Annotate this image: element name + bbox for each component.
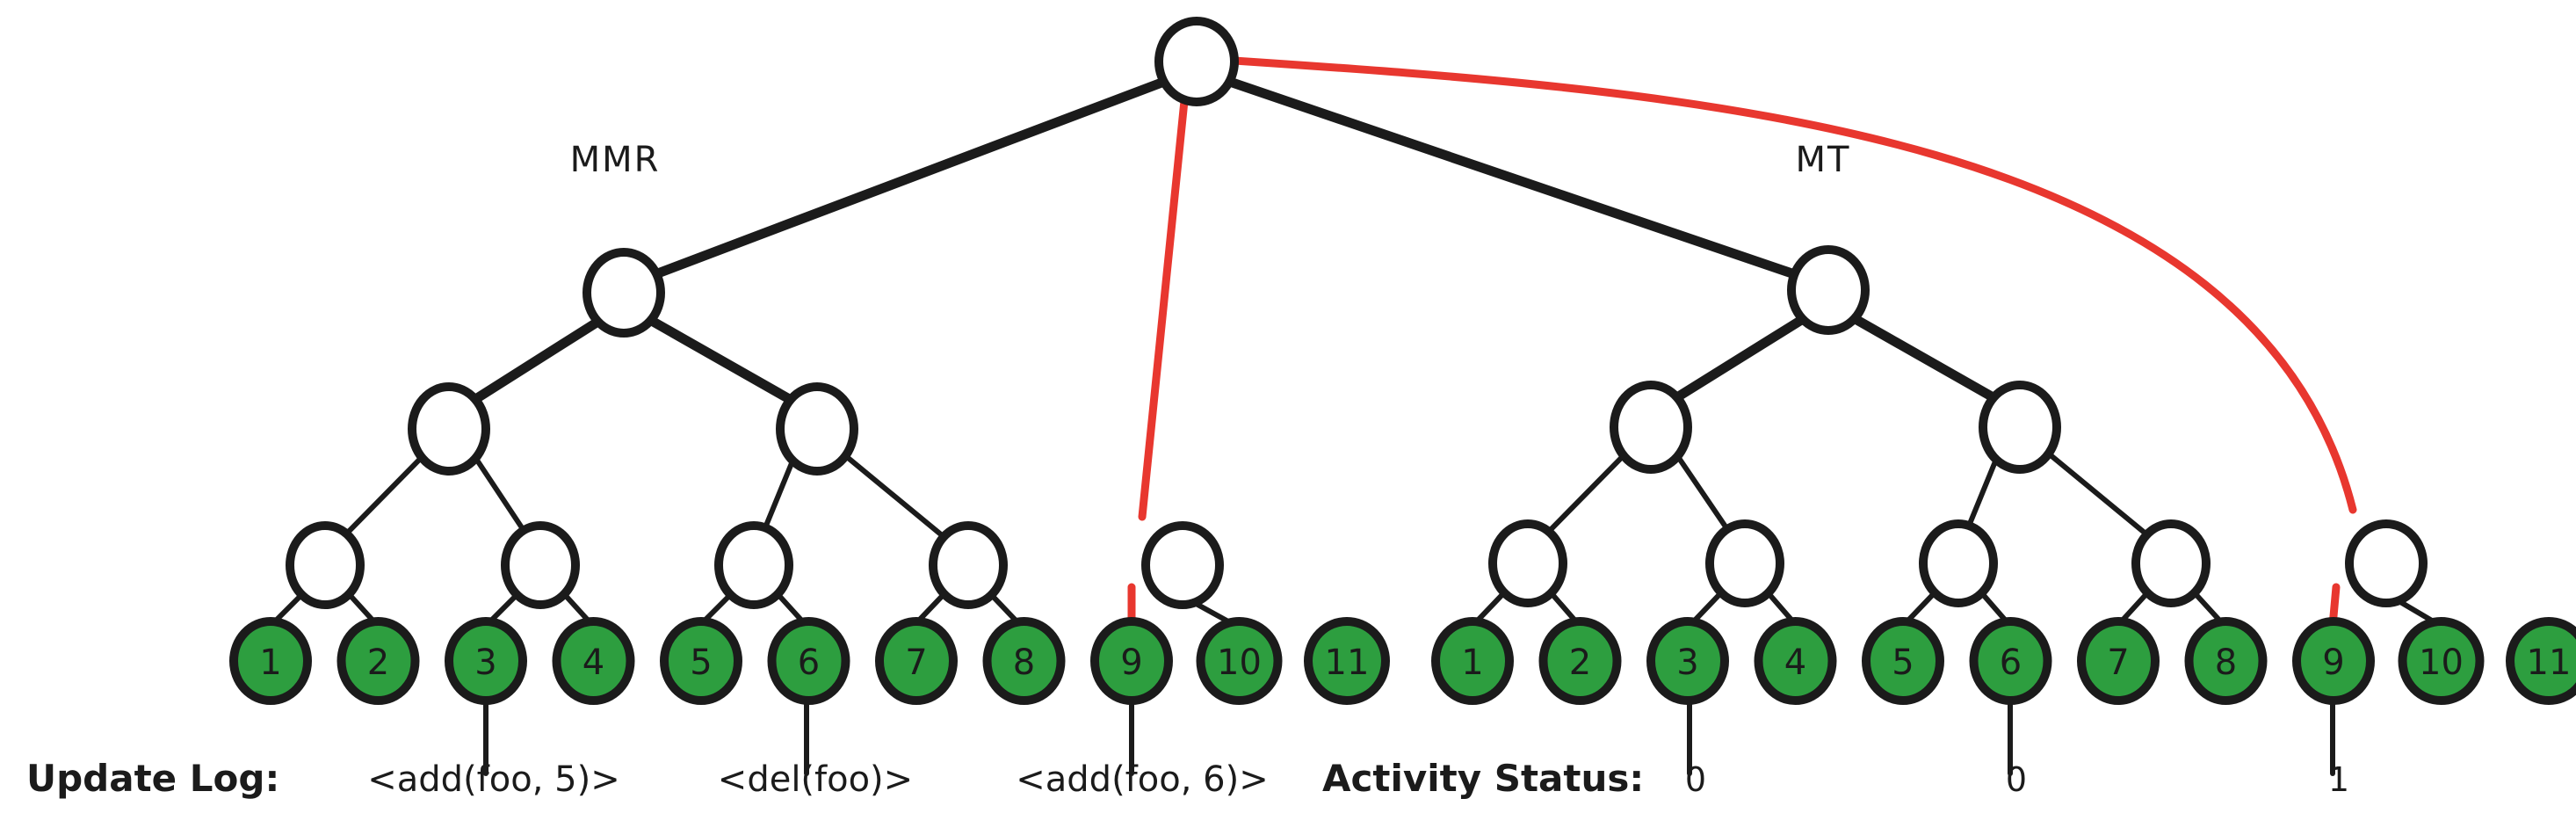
leaf-label-mmr-6: 6 [798, 643, 820, 683]
leaf-node-mt-11[interactable] [2506, 617, 2576, 705]
leaf-label-mt-2: 2 [1569, 643, 1591, 683]
node-mmr-l3a[interactable] [286, 521, 365, 609]
activity-status-label: Activity Status: [1322, 757, 1644, 800]
right-tree-leaves: 1 2 3 4 5 6 7 8 9 10 11 [1431, 617, 2576, 705]
node-mt-l2b[interactable] [1979, 381, 2061, 474]
leaf-label-mt-7: 7 [2107, 643, 2129, 683]
activity-status-entry-2: 0 [2006, 760, 2027, 799]
leaf-label-mt-6: 6 [2000, 643, 2022, 683]
node-mt-l3b[interactable] [1705, 519, 1784, 607]
left-tree-internal-nodes [286, 248, 1224, 609]
node-mt-l3e[interactable] [2345, 519, 2428, 607]
edge-red-root-to-mmr-node9 [1138, 88, 1190, 521]
node-mt-l2a[interactable] [1610, 381, 1692, 474]
leaf-node-mmr-5[interactable] [660, 617, 742, 705]
update-log-entry-2: <del(foo)> [718, 759, 913, 800]
leaf-node-mmr-2[interactable] [336, 617, 420, 705]
leaf-label-mmr-7: 7 [905, 643, 927, 683]
node-mt-l3a[interactable] [1488, 519, 1567, 607]
node-mmr-l3b[interactable] [501, 521, 580, 609]
leaf-label-mt-8: 8 [2215, 643, 2237, 683]
leaf-node-mt-10[interactable] [2398, 617, 2485, 705]
leaf-node-mt-7[interactable] [2077, 617, 2160, 705]
leaf-label-mmr-5: 5 [690, 643, 712, 683]
leaf-node-mmr-10[interactable] [1196, 617, 1283, 705]
leaf-label-mmr-8: 8 [1013, 643, 1035, 683]
node-mmr-l3c[interactable] [714, 521, 793, 609]
update-log-label: Update Log: [26, 757, 279, 800]
node-mt-l3c[interactable] [1919, 519, 1998, 607]
leaf-node-mmr-11[interactable] [1304, 617, 1390, 705]
edge-red-root-to-mt-node9 [1217, 55, 2357, 514]
edge-root-to-mt-root [1212, 72, 1815, 285]
update-log-entry-3: <add(foo, 6)> [1016, 759, 1268, 800]
leaf-label-mt-5: 5 [1892, 643, 1914, 683]
annotation-tick-marks [483, 697, 2335, 776]
leaf-label-mt-11: 11 [2527, 643, 2572, 683]
leaf-node-mt-4[interactable] [1754, 617, 1837, 705]
leaf-label-mmr-10: 10 [1217, 643, 1262, 683]
leaf-label-mt-3: 3 [1676, 643, 1698, 683]
node-mt-root[interactable] [1787, 245, 1870, 335]
right-tree-internal-nodes [1488, 245, 2428, 607]
leaf-label-mt-9: 9 [2322, 643, 2344, 683]
node-mt-l3d[interactable] [2131, 519, 2211, 607]
update-log-entry-1: <add(foo, 5)> [367, 759, 619, 800]
mmr-tree-label: MMR [570, 140, 661, 180]
left-tree-leaves: 1 2 3 4 5 6 7 8 9 10 11 [229, 617, 1390, 705]
leaf-label-mmr-11: 11 [1325, 643, 1370, 683]
leaf-label-mmr-9: 9 [1120, 643, 1142, 683]
leaf-node-mmr-1[interactable] [229, 617, 312, 705]
node-root[interactable] [1154, 17, 1239, 106]
leaf-label-mt-10: 10 [2419, 643, 2464, 683]
edge-root-to-mmr-root [632, 72, 1181, 287]
leaf-node-mt-8[interactable] [2184, 617, 2268, 705]
leaf-label-mmr-3: 3 [474, 643, 496, 683]
leaf-node-mmr-7[interactable] [875, 617, 958, 705]
leaf-label-mmr-4: 4 [582, 643, 604, 683]
leaf-label-mt-4: 4 [1784, 643, 1806, 683]
root-node[interactable] [1154, 17, 1239, 106]
activity-status-entry-1: 0 [1685, 760, 1706, 799]
mt-tree-label: MT [1796, 140, 1851, 180]
activity-status-entry-3: 1 [2328, 760, 2349, 799]
leaf-node-mt-5[interactable] [1862, 617, 1944, 705]
leaf-node-mmr-4[interactable] [552, 617, 635, 705]
leaf-node-mt-2[interactable] [1538, 617, 1622, 705]
leaf-label-mmr-1: 1 [259, 643, 281, 683]
leaf-label-mmr-2: 2 [367, 643, 389, 683]
node-mmr-root[interactable] [582, 248, 665, 338]
node-mmr-l2a[interactable] [408, 382, 490, 476]
leaf-node-mt-1[interactable] [1431, 617, 1514, 705]
leaf-label-mt-1: 1 [1461, 643, 1483, 683]
leaf-node-mmr-8[interactable] [982, 617, 1066, 705]
node-mmr-l3d[interactable] [929, 521, 1008, 609]
node-mmr-l2b[interactable] [776, 382, 858, 476]
node-mmr-l3e[interactable] [1141, 521, 1224, 609]
